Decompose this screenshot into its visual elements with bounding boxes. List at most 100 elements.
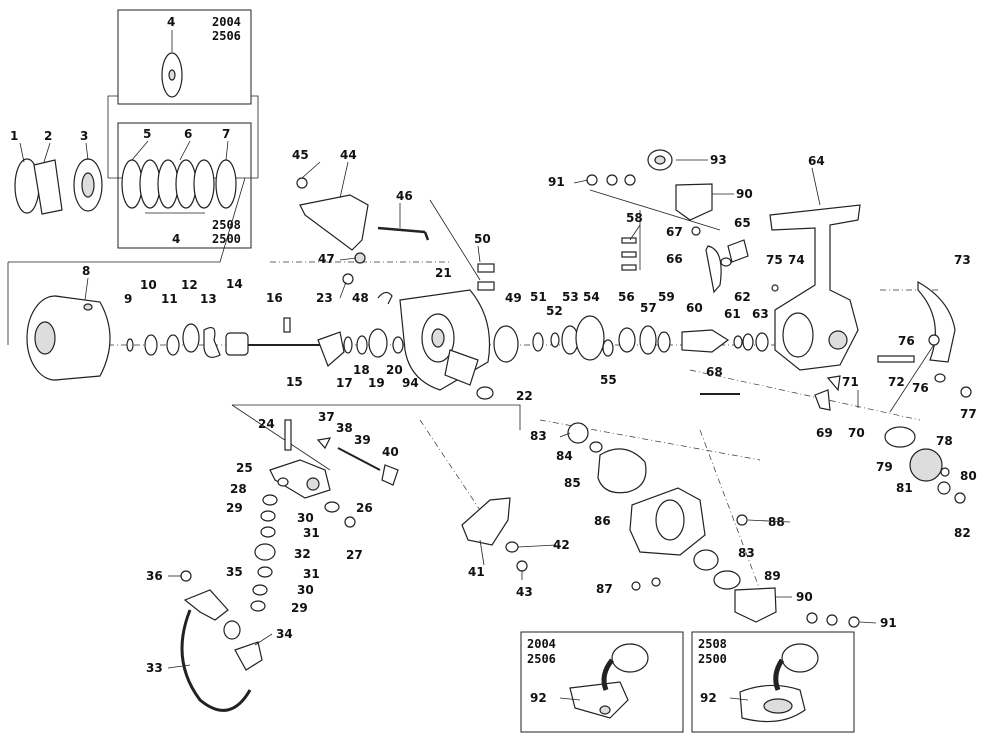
- callout-69: 69: [816, 426, 833, 440]
- part-2-drag-spring: [33, 159, 63, 215]
- callout-88: 88: [768, 515, 785, 529]
- callout-90-bottom: 90: [796, 590, 813, 604]
- callout-8: 8: [82, 264, 90, 278]
- callout-44: 44: [340, 148, 357, 162]
- callout-17: 17: [336, 376, 353, 390]
- inset-model-label-2004-top: 2004: [212, 15, 241, 29]
- callout-91-top: 91: [548, 175, 565, 189]
- part-7-washer: [215, 159, 237, 209]
- callout-27: 27: [346, 548, 363, 562]
- callout-90-top: 90: [736, 187, 753, 201]
- part-washer-d: [175, 159, 197, 209]
- callout-41: 41: [468, 565, 485, 579]
- inset-model-label-2508-bottom: 2508: [698, 637, 727, 651]
- callout-35: 35: [226, 565, 243, 579]
- callout-37: 37: [318, 410, 335, 424]
- callout-25: 25: [236, 461, 253, 475]
- callout-leaders: [19, 30, 877, 701]
- callout-4-mid: 4: [172, 232, 180, 246]
- callout-92-large: 92: [700, 691, 717, 705]
- callout-71: 71: [842, 375, 859, 389]
- callout-60: 60: [686, 301, 703, 315]
- callout-9: 9: [124, 292, 132, 306]
- callout-31-a: 31: [303, 526, 320, 540]
- callout-58: 58: [626, 211, 643, 225]
- callout-50: 50: [474, 232, 491, 246]
- callout-85: 85: [564, 476, 581, 490]
- callout-87: 87: [596, 582, 613, 596]
- callout-80: 80: [960, 469, 977, 483]
- callout-91-bottom: 91: [880, 616, 897, 630]
- part-33-bail-wire: [183, 589, 229, 621]
- callout-21: 21: [435, 266, 452, 280]
- callout-78: 78: [936, 434, 953, 448]
- inset-model-label-2508-mid: 2508: [212, 218, 241, 232]
- inset-model-label-2004-bottom: 2004: [527, 637, 556, 651]
- callout-18: 18: [353, 363, 370, 377]
- part-85-drive-gear: [597, 448, 647, 494]
- callout-46: 46: [396, 189, 413, 203]
- callout-30-b: 30: [297, 583, 314, 597]
- callout-7: 7: [222, 127, 230, 141]
- callout-43: 43: [516, 585, 533, 599]
- part-60-pinion-gear: [681, 329, 730, 353]
- callout-20: 20: [386, 363, 403, 377]
- callout-55: 55: [600, 373, 617, 387]
- callout-13: 13: [200, 292, 217, 306]
- callout-83-b: 83: [738, 546, 755, 560]
- callout-54: 54: [583, 290, 600, 304]
- part-44-bail-arm: [299, 194, 369, 251]
- inset-frame-handle-small: [520, 631, 684, 733]
- callout-94: 94: [402, 376, 419, 390]
- callout-26: 26: [356, 501, 373, 515]
- callout-47: 47: [318, 252, 335, 266]
- callout-23: 23: [316, 291, 333, 305]
- callout-67: 67: [666, 225, 683, 239]
- callout-61: 61: [724, 307, 741, 321]
- callout-63: 63: [752, 307, 769, 321]
- callout-5: 5: [143, 127, 151, 141]
- part-washer-e: [193, 159, 215, 209]
- callout-31-b: 31: [303, 567, 320, 581]
- callout-24: 24: [258, 417, 275, 431]
- callout-38: 38: [336, 421, 353, 435]
- callout-34: 34: [276, 627, 293, 641]
- callout-56: 56: [618, 290, 635, 304]
- callout-12: 12: [181, 278, 198, 292]
- inset-model-label-2506-bottom: 2506: [527, 652, 556, 666]
- callout-labels: 1 2 3 4 5 6 7 4 8 9 10 11 12 13 14 15 16…: [10, 15, 977, 705]
- callout-28: 28: [230, 482, 247, 496]
- part-41-bail-holder: [461, 497, 511, 546]
- parts: [14, 52, 972, 723]
- callout-33: 33: [146, 661, 163, 675]
- callout-57: 57: [640, 301, 657, 315]
- callout-72: 72: [888, 375, 905, 389]
- callout-40: 40: [382, 445, 399, 459]
- callout-79: 79: [876, 460, 893, 474]
- callout-66: 66: [666, 252, 683, 266]
- callout-93: 93: [710, 153, 727, 167]
- part-washer-b: [139, 159, 161, 209]
- callout-36: 36: [146, 569, 163, 583]
- callout-59: 59: [658, 290, 675, 304]
- callout-48: 48: [352, 291, 369, 305]
- callout-52: 52: [546, 304, 563, 318]
- callout-84: 84: [556, 449, 573, 463]
- inset-frame-drag-washer-large: [117, 122, 252, 249]
- callout-62: 62: [734, 290, 751, 304]
- part-64-body-foot: [769, 204, 861, 371]
- callout-68: 68: [706, 365, 723, 379]
- callout-11: 11: [161, 292, 178, 306]
- inset-model-label-2500-bottom: 2500: [698, 652, 727, 666]
- callout-39: 39: [354, 433, 371, 447]
- callout-16: 16: [266, 291, 283, 305]
- callout-83-a: 83: [530, 429, 547, 443]
- callout-75: 75: [766, 253, 783, 267]
- callout-6: 6: [184, 127, 192, 141]
- callout-30-a: 30: [297, 511, 314, 525]
- callout-74: 74: [788, 253, 805, 267]
- callout-42: 42: [553, 538, 570, 552]
- callout-82: 82: [954, 526, 971, 540]
